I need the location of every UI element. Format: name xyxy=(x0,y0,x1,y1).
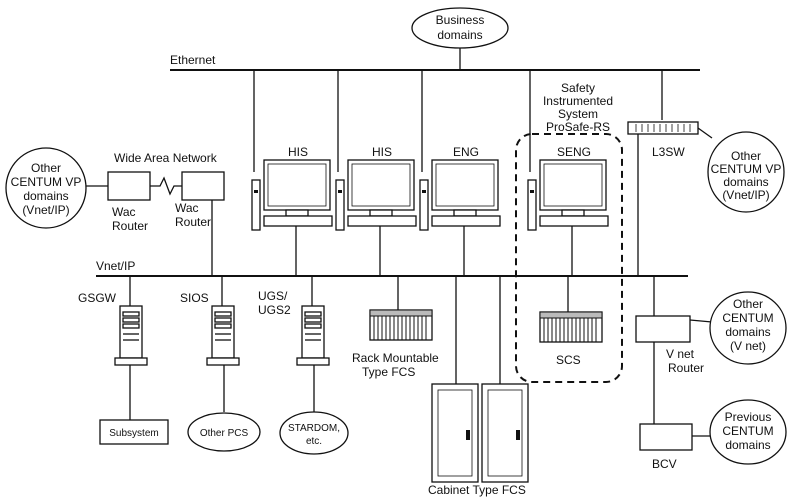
other-centum-1: Other xyxy=(733,297,763,311)
other-vp-right-4: (Vnet/IP) xyxy=(722,188,769,202)
other-vp-left-3: domains xyxy=(23,189,68,203)
bcv-label: BCV xyxy=(652,457,677,471)
bcv-box xyxy=(639,423,693,451)
other-centum-3: domains xyxy=(725,325,770,339)
rack-fcs-label-1: Rack Mountable xyxy=(352,351,439,365)
wac-router-right-1: Wac xyxy=(175,201,199,215)
business-domains-label-2: domains xyxy=(437,28,482,42)
rack-mountable-fcs xyxy=(369,309,433,341)
other-centum-4: (V net) xyxy=(730,339,766,353)
cabinet-fcs-1 xyxy=(431,383,479,483)
his1-label: HIS xyxy=(288,145,308,159)
stardom-label-1: STARDOM, xyxy=(288,423,340,434)
ugs-label-1: UGS/ xyxy=(258,289,288,303)
previous-centum-domains xyxy=(709,399,787,465)
cabinet-fcs-2 xyxy=(481,383,529,483)
wac-router-left-1: Wac xyxy=(112,205,136,219)
l3sw-label: L3SW xyxy=(652,145,685,159)
eng-workstation xyxy=(419,159,501,231)
seng-workstation xyxy=(527,159,609,231)
vnet-router-label-1: V net xyxy=(666,347,695,361)
other-vp-left-4: (Vnet/IP) xyxy=(22,203,69,217)
prev-centum-2: CENTUM xyxy=(722,424,773,438)
rack-fcs-label-2: Type FCS xyxy=(362,365,415,379)
gsgw-server xyxy=(114,305,148,366)
sios-label: SIOS xyxy=(180,291,209,305)
stardom-ellipse xyxy=(279,411,349,455)
vnet-router-label-2: Router xyxy=(668,361,704,375)
other-vp-right-1: Other xyxy=(731,149,761,163)
safety-label-3: System xyxy=(558,107,598,121)
his2-label: HIS xyxy=(372,145,392,159)
other-vp-domains-left xyxy=(5,147,87,229)
other-vp-left-2: CENTUM VP xyxy=(11,175,82,189)
other-pcs-ellipse xyxy=(187,412,261,452)
scs-controller xyxy=(539,311,603,343)
his-workstation-1 xyxy=(251,159,333,231)
subsystem-box xyxy=(99,419,169,445)
eng-label: ENG xyxy=(453,145,479,159)
wac-router-right-2: Router xyxy=(175,215,211,229)
ugs-label-2: UGS2 xyxy=(258,303,291,317)
stardom-label-2: etc. xyxy=(306,436,322,447)
l3sw-switch xyxy=(627,121,699,135)
safety-system-boundary xyxy=(515,133,623,383)
scs-label: SCS xyxy=(556,353,581,367)
wac-router-right xyxy=(181,171,225,201)
wan-label: Wide Area Network xyxy=(114,151,218,165)
other-centum-domains xyxy=(709,291,787,365)
vnetip-label: Vnet/IP xyxy=(96,259,135,273)
wac-router-left xyxy=(107,171,151,201)
sios-server xyxy=(206,305,240,366)
safety-label-2: Instrumented xyxy=(543,94,613,108)
safety-label-1: Safety xyxy=(561,81,595,95)
his-workstation-2 xyxy=(335,159,417,231)
prev-centum-1: Previous xyxy=(725,410,772,424)
safety-label-4: ProSafe-RS xyxy=(546,120,610,134)
other-vp-left-1: Other xyxy=(31,161,61,175)
wac-router-left-2: Router xyxy=(112,219,148,233)
seng-label: SENG xyxy=(557,145,591,159)
other-vp-right-3: domains xyxy=(723,175,768,189)
vnet-router-box xyxy=(635,315,691,343)
subsystem-label: Subsystem xyxy=(109,428,158,439)
ugs-server xyxy=(296,305,330,366)
other-centum-2: CENTUM xyxy=(722,311,773,325)
cabinet-fcs-label: Cabinet Type FCS xyxy=(428,483,526,497)
other-vp-domains-right xyxy=(707,131,785,213)
gsgw-label: GSGW xyxy=(78,291,117,305)
prev-centum-3: domains xyxy=(725,438,770,452)
business-domains-label-1: Business xyxy=(436,13,485,27)
other-pcs-label: Other PCS xyxy=(200,428,249,439)
other-vp-right-2: CENTUM VP xyxy=(711,162,782,176)
ethernet-label: Ethernet xyxy=(170,53,216,67)
